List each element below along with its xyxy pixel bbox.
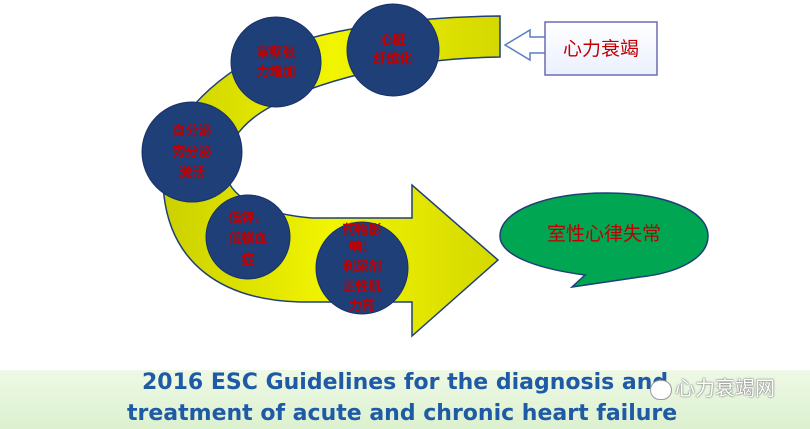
- node-drugs-line-5: 力药: [349, 298, 375, 314]
- node-wall-stress: 室壁张 力增加: [230, 16, 322, 108]
- node-drugs: 药物影 响： 利尿剂 正性肌 力药: [315, 221, 409, 315]
- outcome-speech-bubble: [499, 192, 709, 289]
- node-fibrosis-line-2: 纤维化: [373, 51, 412, 67]
- wechat-icon: [650, 379, 672, 400]
- node-drugs-line-2: 响：: [349, 239, 375, 255]
- node-electrolytes-line-1: 低钾、: [227, 210, 267, 226]
- outcome-label: 室性心律失常: [547, 223, 661, 245]
- node-drugs-line-4: 正性肌: [342, 279, 381, 295]
- node-autonomic: 自分泌 旁分泌 激活: [141, 101, 243, 203]
- footer-title-line-1: 2016 ESC Guidelines for the diagnosis an…: [142, 370, 669, 395]
- watermark: 心力衰竭网: [650, 372, 800, 400]
- hollow-arrow: [503, 28, 548, 62]
- footer-band: 2016 ESC Guidelines for the diagnosis an…: [0, 370, 810, 429]
- node-autonomic-line-1: 自分泌: [172, 123, 211, 139]
- node-electrolytes-line-3: 症: [241, 252, 254, 268]
- heart-failure-label: 心力衰竭: [563, 38, 639, 60]
- node-autonomic-line-3: 激活: [179, 165, 205, 181]
- node-drugs-line-1: 药物影: [342, 222, 381, 238]
- node-electrolytes-line-2: 低镁血: [227, 231, 267, 247]
- heart-failure-box: [544, 21, 658, 76]
- node-wall-stress-line-2: 力增加: [256, 64, 295, 80]
- node-electrolytes: 低钾、 低镁血 症: [205, 194, 291, 280]
- node-fibrosis-line-1: 心脏: [380, 32, 406, 48]
- node-drugs-line-3: 利尿剂: [342, 259, 381, 275]
- footer-title-line-2: treatment of acute and chronic heart fai…: [127, 401, 678, 426]
- watermark-text: 心力衰竭网: [675, 376, 775, 400]
- node-fibrosis: 心脏 纤维化: [346, 3, 440, 97]
- node-wall-stress-line-1: 室壁张: [256, 45, 296, 61]
- node-autonomic-line-2: 旁分泌: [171, 144, 211, 160]
